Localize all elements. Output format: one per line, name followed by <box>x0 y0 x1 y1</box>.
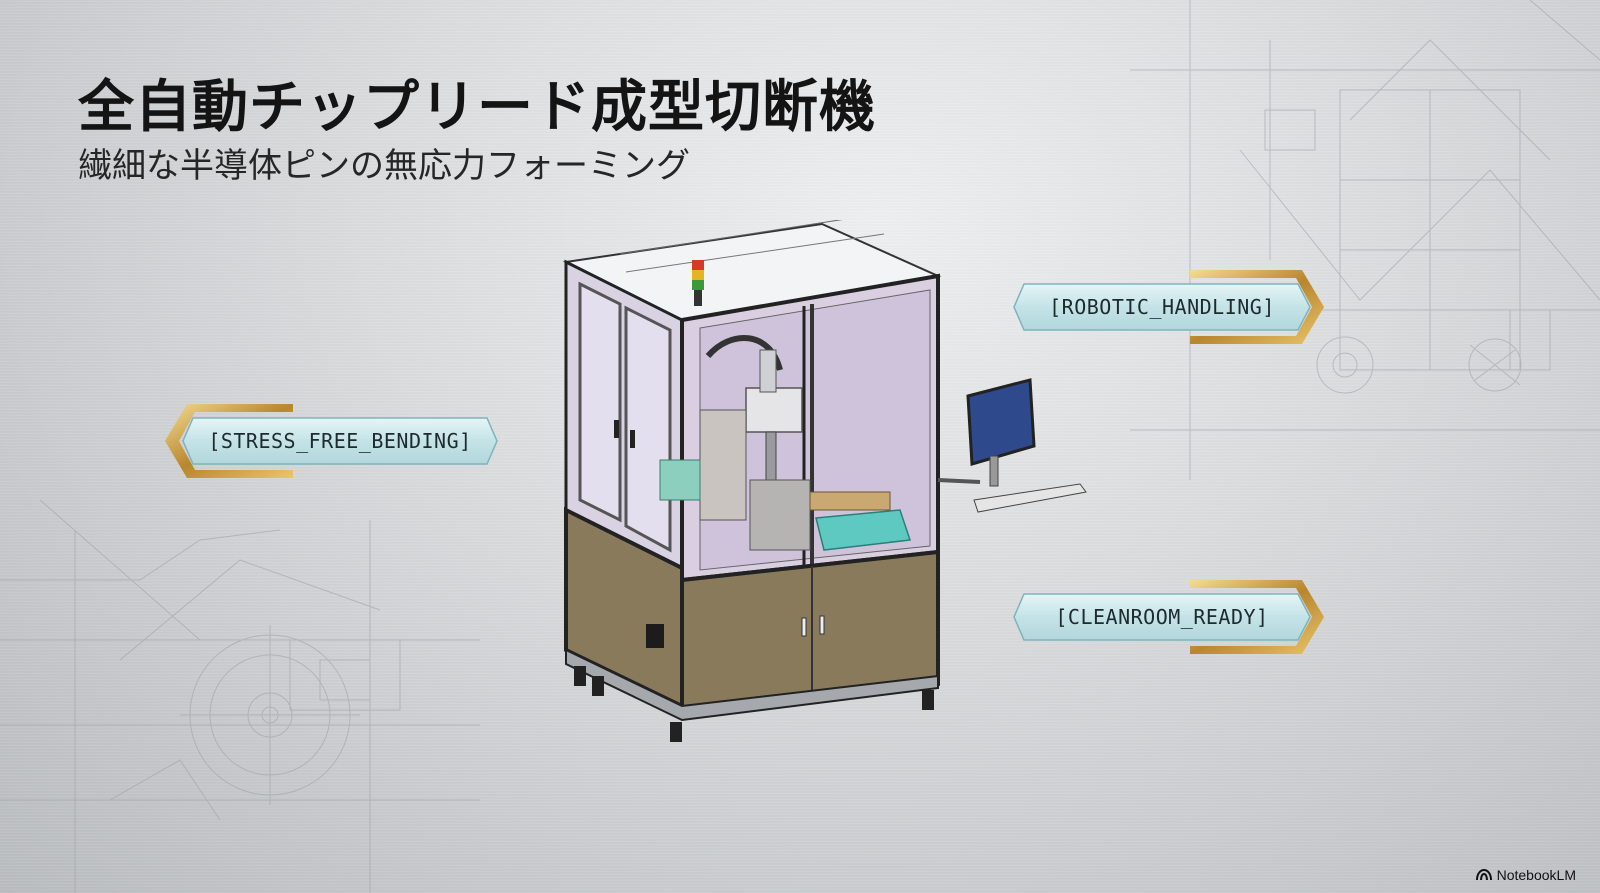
tower-light-green <box>692 280 704 290</box>
page-title: 全自動チップリード成型切断機 <box>78 75 876 140</box>
vent-grille <box>646 624 664 648</box>
cabinet-handle <box>819 615 825 635</box>
notebooklm-brand: NotebookLM <box>1475 867 1576 883</box>
page-subtitle: 繊細な半導体ピンの無応力フォーミング <box>78 146 690 186</box>
tag-frame <box>1013 270 1324 344</box>
tower-light-yellow <box>692 270 704 280</box>
tower-light-red <box>692 260 704 270</box>
door-handle <box>630 430 635 448</box>
keyboard-tray <box>973 483 1087 513</box>
door-handle <box>614 420 619 438</box>
leveling-foot <box>922 690 934 710</box>
brand-label: NotebookLM <box>1496 867 1576 883</box>
tag-label: [CLEANROOM_READY] <box>1055 605 1269 629</box>
leveling-foot <box>574 666 586 686</box>
tag-frame <box>1013 580 1324 654</box>
tag-frame <box>165 404 498 478</box>
blueprint-drawing-top-right <box>1130 0 1600 480</box>
monitor-screen <box>966 378 1036 466</box>
tag-label: [STRESS_FREE_BENDING] <box>208 429 472 453</box>
notebooklm-icon <box>1475 869 1492 881</box>
tag-cleanroom-ready: [CLEANROOM_READY] <box>1012 580 1352 654</box>
tag-label: [ROBOTIC_HANDLING] <box>1049 295 1275 319</box>
leveling-foot <box>670 722 682 742</box>
machine-illustration <box>562 220 1087 742</box>
blueprint-drawing-bottom-left <box>0 500 480 893</box>
tag-robotic-handling: [ROBOTIC_HANDLING] <box>1012 270 1352 344</box>
cabinet-handle <box>801 617 807 637</box>
tag-stress-free-bending: [STRESS_FREE_BENDING] <box>165 404 505 478</box>
leveling-foot <box>592 676 604 696</box>
